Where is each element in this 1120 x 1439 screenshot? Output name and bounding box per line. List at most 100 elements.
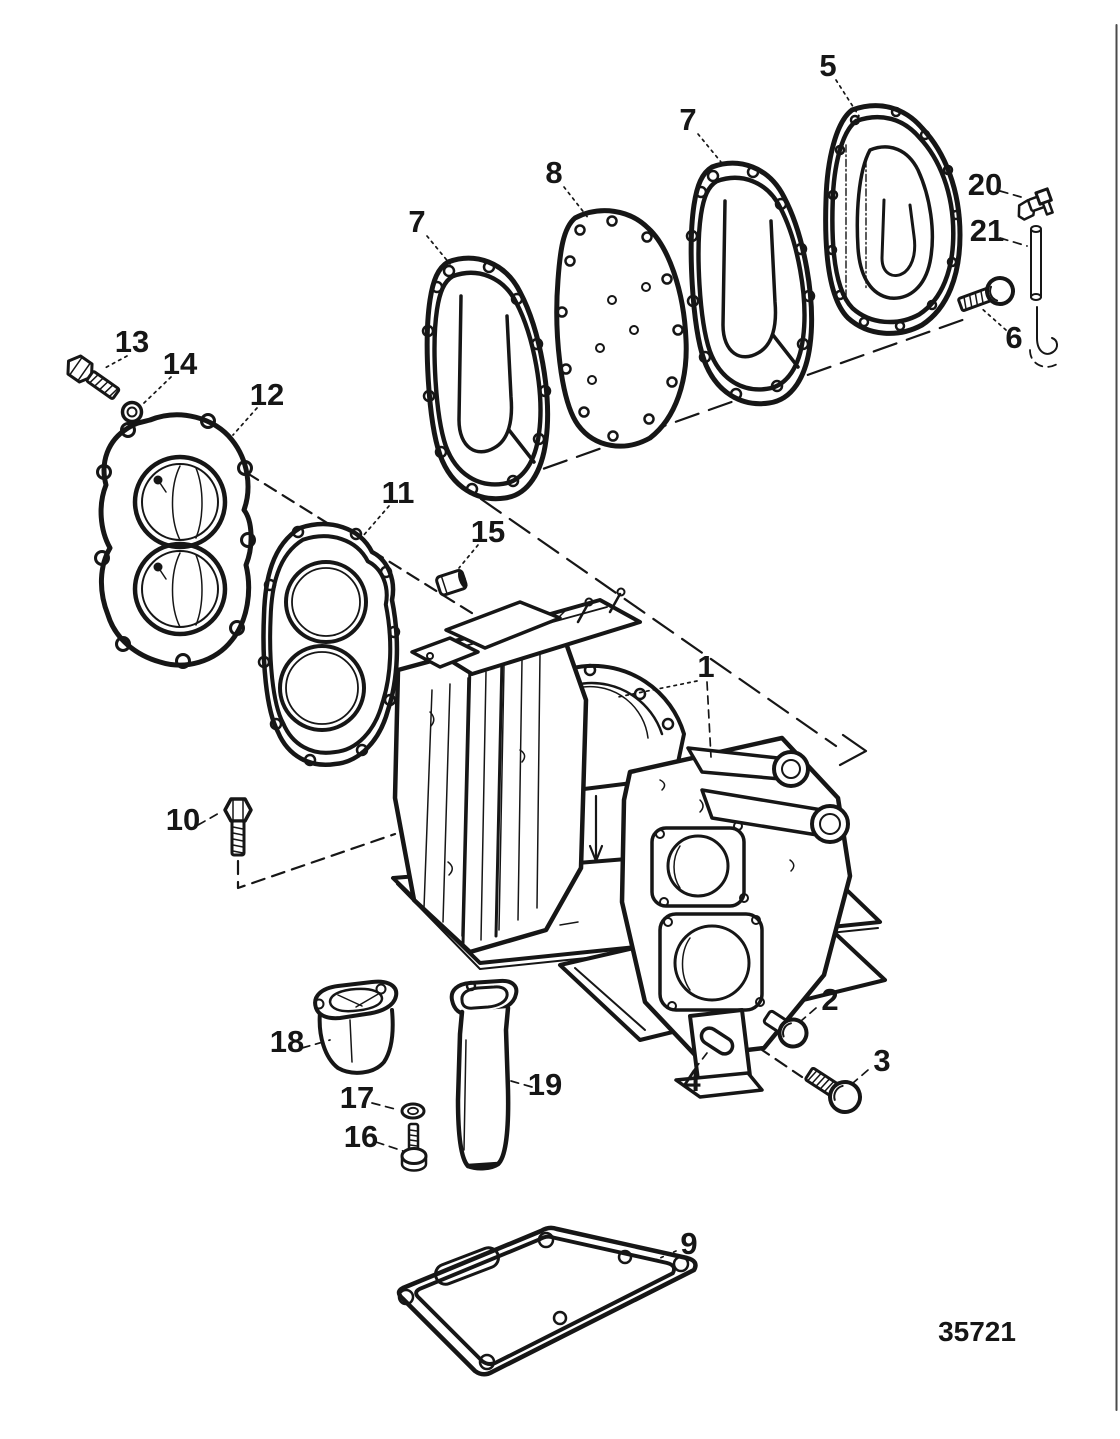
part-3-bolt-shape — [824, 1081, 834, 1092]
callout-1-label: 1 — [697, 649, 714, 684]
callout-3-label: 3 — [873, 1043, 890, 1078]
part-11-head-gasket-shape — [379, 565, 393, 579]
part-1-cylinder-block-shape — [755, 997, 765, 1007]
part-6-cover-screw-shape — [974, 292, 979, 306]
part-7-cover-gasket-shape — [422, 389, 436, 403]
part-3-bolt-shape — [811, 1073, 822, 1084]
part-16-screw-shape — [400, 1147, 428, 1165]
combustion-dome-upper — [132, 454, 228, 550]
part-12-cylinder-head-shape — [229, 620, 245, 636]
part-16-screw-shape — [409, 1139, 418, 1142]
callout-7-leader — [426, 235, 451, 265]
callout-18-leader — [301, 1039, 331, 1049]
bolt10-assembly-axis — [236, 832, 397, 890]
part-21-drain-tube-shape — [1030, 293, 1042, 301]
part-9-base-gasket-shape — [434, 1246, 500, 1286]
part-4-dowel-pin-shape — [699, 1026, 735, 1056]
head-assembly-axis — [245, 471, 493, 627]
part-7-cover-gasket-shape — [507, 428, 536, 464]
part-12-cylinder-head-shape — [115, 636, 131, 652]
part-18-thermostat-cup-shape — [349, 1019, 353, 1063]
part-1-cylinder-block-shape — [810, 804, 850, 844]
part-15-dowel-pin-shape — [457, 570, 467, 588]
callout-2-leader — [800, 1007, 817, 1022]
callout-17-label: 17 — [340, 1080, 374, 1115]
part-19-exhaust-tube-shape — [463, 1039, 467, 1151]
part-1-cylinder-block-shape — [655, 829, 665, 839]
part-1-cylinder-block-shape — [659, 897, 669, 907]
part-10-hex-bolt-shape — [232, 850, 244, 854]
part-1-cylinder-block-shape — [819, 813, 841, 835]
part-1-cylinder-block-shape — [576, 602, 590, 624]
callout-6-label: 6 — [1005, 320, 1022, 355]
part-8-inner-plate-shape — [578, 406, 590, 418]
part-1-cylinder-block-shape — [781, 759, 801, 779]
part-8-inner-plate-shape — [672, 324, 684, 336]
part-1-cylinder-block-shape — [519, 749, 526, 763]
part-5-end-cover — [823, 103, 963, 336]
part-14-washer-shape — [120, 400, 144, 424]
cylinder-bore-lower — [673, 924, 751, 1002]
part-11-head-gasket-shape — [387, 625, 401, 639]
part-1-cylinder-block — [391, 587, 887, 1099]
part-18-thermostat-cup-shape — [313, 998, 325, 1010]
part-12-cylinder-head-shape — [195, 467, 203, 539]
part-7-cover-gasket-shape — [421, 324, 435, 338]
callout-17-leader — [371, 1102, 400, 1111]
part-7-cover-gasket-shape — [434, 445, 448, 459]
part-19-exhaust-tube — [449, 978, 519, 1171]
part-1-cylinder-block-shape — [661, 717, 675, 731]
part-7-cover-gasket-shape — [510, 292, 524, 306]
part-1-cylinder-block-shape — [447, 861, 453, 876]
callout-9-leader — [650, 1250, 677, 1263]
callout-13-leader — [102, 355, 128, 370]
part-9-base-gasket-shape — [537, 1231, 555, 1249]
part-18-thermostat-cup — [313, 979, 399, 1075]
callout-13-label: 13 — [115, 324, 149, 359]
callout-7-label: 7 — [408, 204, 425, 239]
callout-10-label: 10 — [166, 802, 200, 837]
gasket-bore-lower — [278, 644, 366, 732]
part-3-bolt-shape — [807, 1070, 818, 1081]
callout-15-label: 15 — [471, 514, 505, 549]
part-9-base-gasket-shape — [552, 1310, 568, 1326]
part-3-bolt — [804, 1066, 862, 1114]
callout-15-leader — [458, 544, 479, 569]
part-11-head-gasket-shape — [291, 567, 361, 637]
part-8-inner-plate-shape — [564, 255, 576, 267]
part-1-cylinder-block-shape — [559, 921, 579, 926]
part-9-base-gasket-shape — [617, 1249, 633, 1265]
callout-7-leader — [697, 133, 722, 163]
block-left-bank — [392, 623, 589, 955]
part-15-dowel-pin — [435, 569, 468, 597]
callout-12-label: 12 — [250, 377, 284, 412]
part-11-head-gasket-shape — [355, 743, 369, 757]
part-1-cylinder-block-shape — [536, 653, 541, 909]
callout-8-leader — [563, 186, 590, 220]
cylinder-bore-upper — [666, 834, 730, 898]
callout-9-label: 9 — [680, 1226, 697, 1261]
part-1-cylinder-block-shape — [442, 683, 451, 923]
part-8-inner-plate-shape — [666, 376, 678, 388]
part-1-cylinder-block-shape — [674, 1071, 764, 1099]
figure-number: 35721 — [938, 1316, 1016, 1347]
part-20-fitting-shape — [1041, 199, 1054, 216]
part-2-plug-screw — [762, 1009, 809, 1049]
part-3-bolt-shape — [820, 1078, 830, 1090]
part-5-end-cover-shape — [880, 198, 917, 277]
part-17-washer-shape — [400, 1102, 426, 1120]
part-16-screw — [400, 1122, 428, 1172]
part-1-cylinder-block-shape — [461, 662, 472, 946]
part-5-end-cover-shape — [855, 145, 935, 300]
callout-10-leader — [197, 811, 222, 826]
part-7-cover-gasket-shape — [530, 337, 544, 351]
part-1-cylinder-block-shape — [739, 893, 749, 903]
part-1-cylinder-block-shape — [699, 799, 704, 813]
part-13-bolt-shape — [77, 362, 91, 381]
part-21-drain-tube-shape — [1036, 306, 1058, 355]
part-10-hex-bolt-shape — [232, 844, 244, 848]
part-5-end-cover-shape — [946, 256, 958, 268]
part-1-cylinder-block-shape — [559, 607, 569, 617]
part-5-end-cover-shape — [890, 106, 902, 118]
